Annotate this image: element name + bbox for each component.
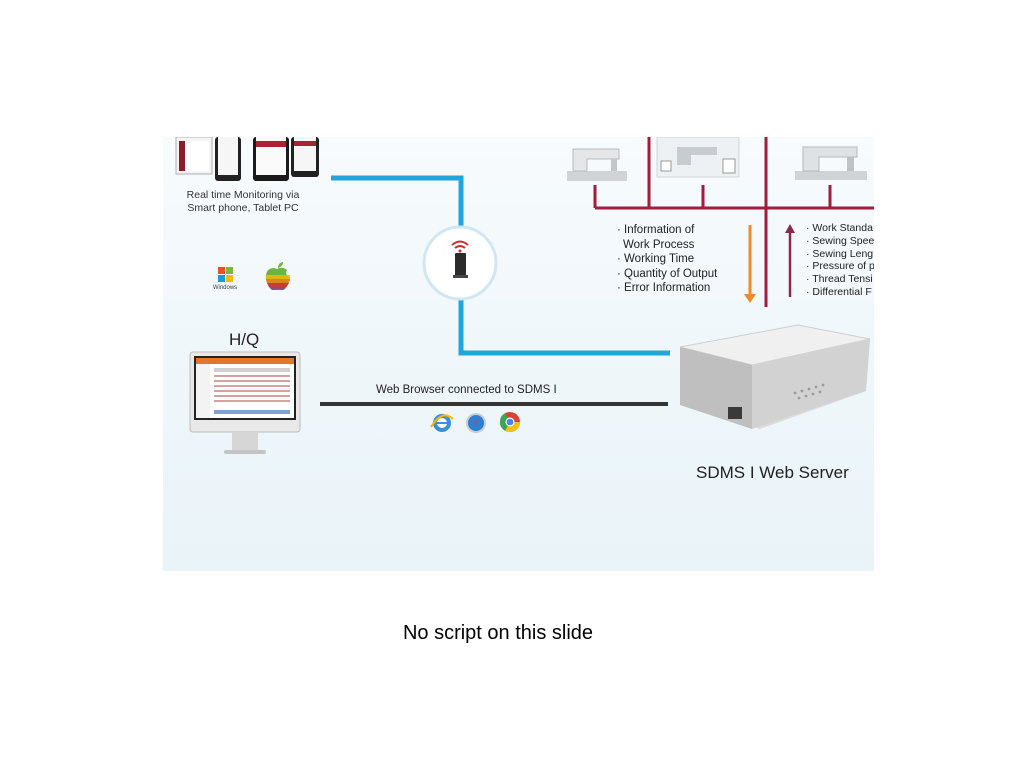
info-up-item: · Differential F: [806, 285, 872, 298]
up-arrow: [785, 224, 795, 297]
hq-monitor: [189, 351, 301, 454]
info-down-item: · Information of: [617, 224, 695, 236]
chrome-icon: [499, 412, 521, 433]
hq-label: H/Q: [229, 330, 260, 349]
machine-bus: [593, 137, 874, 307]
info-up-item: · Sewing Leng: [806, 247, 874, 260]
info-down-item: · Quantity of Output: [617, 267, 718, 280]
sewing-machine-2: [656, 137, 740, 178]
apple-logo: [265, 262, 290, 290]
network-diagram: Windows: [163, 137, 874, 571]
info-up-item: · Sewing Spee: [806, 234, 874, 247]
windows-logo-text: Windows: [213, 285, 237, 291]
mobile-caption-line-1: Real time Monitoring via: [186, 189, 300, 201]
browser-line-label: Web Browser connected to SDMS I: [376, 384, 557, 396]
mobile-caption-line-2: Smart phone, Tablet PC: [187, 202, 299, 214]
wifi-router-icon: [422, 225, 498, 301]
sdms-web-server: [679, 324, 871, 429]
info-up-item: · Work Standa: [806, 222, 873, 234]
info-down-item: Work Process: [623, 238, 695, 251]
safari-icon: [466, 413, 486, 433]
smartphone-tablet-images: [175, 137, 319, 181]
down-arrow: [744, 225, 756, 303]
sewing-machine-1: [567, 148, 627, 181]
internet-explorer-icon: [430, 414, 454, 432]
info-up-list: · Work Standa · Sewing Spee · Sewing Len…: [806, 222, 874, 299]
windows-logo: Windows: [213, 267, 237, 291]
info-down-list: · Information of Work Process · Working …: [617, 223, 717, 296]
diagram-graphics: Windows: [175, 137, 874, 454]
mobile-monitoring-caption: Real time Monitoring via Smart phone, Ta…: [163, 189, 323, 215]
slide-caption: No script on this slide: [402, 622, 594, 644]
server-label: SDMS I Web Server: [696, 463, 849, 482]
info-down-item: · Error Information: [617, 282, 711, 294]
info-up-item: · Pressure of p: [806, 260, 874, 273]
sewing-machine-3: [795, 146, 867, 180]
info-down-item: · Working Time: [617, 253, 695, 265]
info-up-item: · Thread Tensi: [806, 273, 873, 286]
